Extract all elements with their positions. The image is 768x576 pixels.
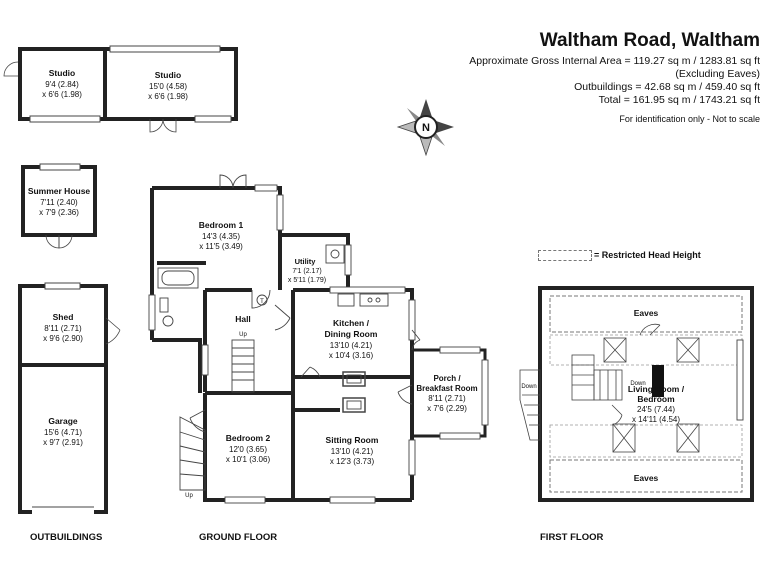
- living-room-dim1: 24'5 (7.44): [637, 405, 675, 414]
- bedroom1-dim2: x 11'5 (3.49): [199, 242, 243, 251]
- sitting-room-name: Sitting Room: [326, 435, 379, 445]
- compass-icon: N: [396, 99, 454, 157]
- restricted-height-swatch: [538, 250, 592, 261]
- bedroom1-name: Bedroom 1: [199, 220, 244, 230]
- studio-small-name: Studio: [49, 68, 75, 78]
- shed-dim1: 8'11 (2.71): [44, 324, 82, 333]
- first-floor-label: FIRST FLOOR: [540, 532, 604, 543]
- porch-dim1: 8'11 (2.71): [428, 394, 466, 403]
- restricted-height-label: = Restricted Head Height: [594, 250, 701, 260]
- first-floor-plan: [519, 286, 754, 502]
- shed-dim2: x 9'6 (2.90): [43, 334, 83, 343]
- gross-internal-area: Approximate Gross Internal Area = 119.27…: [469, 55, 760, 67]
- kitchen-dim2: x 10'4 (3.16): [329, 351, 374, 360]
- outbuildings-area: Outbuildings = 42.68 sq m / 459.40 sq ft: [574, 81, 760, 93]
- ground-floor-label: GROUND FLOOR: [199, 532, 278, 543]
- studio-small-dim1: 9'4 (2.84): [45, 80, 79, 89]
- studio-large-dim2: x 6'6 (1.98): [148, 92, 188, 101]
- identification-note: For identification only - Not to scale: [619, 114, 760, 124]
- porch-name-line1: Porch /: [433, 374, 461, 383]
- bedroom2-dim2: x 10'1 (3.06): [226, 455, 271, 464]
- summer-house-dim2: x 7'9 (2.36): [39, 208, 79, 217]
- kitchen-name-line1: Kitchen /: [333, 318, 370, 328]
- porch-name-line2: Breakfast Room: [416, 384, 477, 393]
- bedroom2-dim1: 12'0 (3.65): [229, 445, 267, 454]
- eaves-top-label: Eaves: [634, 308, 659, 318]
- sitting-room-dim2: x 12'3 (3.73): [330, 457, 375, 466]
- first-floor-down-label: Down: [630, 381, 645, 387]
- living-room-name-line2: Bedroom: [637, 394, 675, 404]
- garage-dim1: 15'6 (4.71): [44, 428, 82, 437]
- sitting-room-dim1: 13'10 (4.21): [331, 447, 374, 456]
- utility-dim2: x 5'11 (1.79): [288, 277, 326, 284]
- bedroom2-name: Bedroom 2: [226, 433, 271, 443]
- hall-t-symbol-icon: T: [260, 299, 264, 305]
- external-steps-up-label: Up: [185, 493, 193, 499]
- outbuildings-label: OUTBUILDINGS: [30, 532, 103, 543]
- external-stair-down-label: Down: [521, 384, 536, 390]
- summer-house-building: [21, 163, 97, 249]
- living-room-dim2: x 14'11 (4.54): [632, 415, 680, 424]
- studio-building: [3, 45, 238, 133]
- porch-dim2: x 7'6 (2.29): [427, 404, 467, 413]
- total-area: Total = 161.95 sq m / 1743.21 sq ft: [598, 94, 760, 106]
- kitchen-dim1: 13'10 (4.21): [330, 341, 373, 350]
- utility-name: Utility: [295, 257, 317, 266]
- compass-north-letter: N: [422, 122, 430, 134]
- shed-name: Shed: [53, 312, 74, 322]
- bedroom1-dim1: 14'3 (4.35): [202, 232, 240, 241]
- studio-large-dim1: 15'0 (4.58): [149, 82, 187, 91]
- utility-dim1: 7'1 (2.17): [292, 268, 321, 275]
- garage-dim2: x 9'7 (2.91): [43, 438, 83, 447]
- shed-garage-building: [18, 282, 121, 515]
- summer-house-dim1: 7'11 (2.40): [40, 198, 78, 207]
- garage-name: Garage: [48, 416, 78, 426]
- studio-small-dim2: x 6'6 (1.98): [42, 90, 82, 99]
- eaves-bottom-label: Eaves: [634, 473, 659, 483]
- excluding-eaves-note: (Excluding Eaves): [675, 68, 760, 80]
- living-room-name-line1: Living Room /: [628, 384, 685, 394]
- stairs-up-label: Up: [239, 332, 247, 338]
- kitchen-name-line2: Dining Room: [325, 329, 378, 339]
- ground-floor-fixtures: [148, 174, 489, 504]
- studio-large-name: Studio: [155, 70, 181, 80]
- property-title: Waltham Road, Waltham: [539, 30, 760, 51]
- summer-house-name: Summer House: [28, 186, 91, 196]
- hall-name: Hall: [235, 314, 251, 324]
